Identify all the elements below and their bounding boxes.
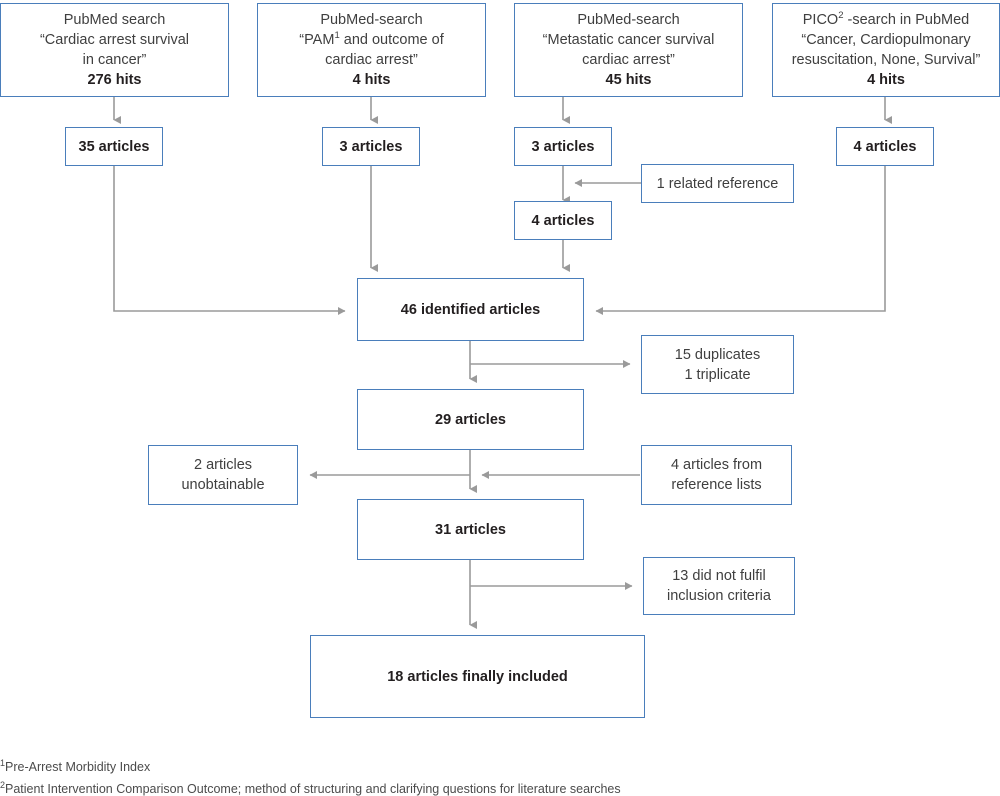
search2-line2-post: and outcome of xyxy=(339,32,444,48)
node-29-articles-label: 29 articles xyxy=(435,411,506,428)
search-box-text-2: PubMed-search “PAM1 and outcome of cardiac… xyxy=(264,10,479,90)
node-duplicates: 15 duplicates 1 triplicate xyxy=(641,335,794,394)
search1-line1: PubMed search xyxy=(63,12,166,28)
node-31-articles-label: 31 articles xyxy=(435,521,506,538)
node-35-articles-label: 35 articles xyxy=(78,138,150,155)
node-final-included: 18 articles finally included xyxy=(310,635,645,718)
search1-line3: in cancer” xyxy=(82,52,147,68)
edge-4articles-col4-to-identified xyxy=(595,166,886,315)
node-unobtainable-label: 2 articles unobtainable xyxy=(181,457,265,493)
search-box-pico-in-pubmed: PICO2 -search in PubMed “Cancer, Cardiopu… xyxy=(772,3,1000,97)
search3-line2: “Metastatic cancer survival xyxy=(542,32,715,48)
search-box-pam-and-outcome: PubMed-search “PAM1 and outcome of cardiac… xyxy=(257,3,486,97)
node-duplicates-label: 15 duplicates 1 triplicate xyxy=(674,346,761,383)
search2-line3: cardiac arrest” xyxy=(325,52,418,68)
node-final-included-label: 18 articles finally included xyxy=(387,668,568,685)
node-unobtainable: 2 articles unobtainable xyxy=(148,445,298,505)
node-not-fulfil-inclusion-criteria: 13 did not fulfil inclusion criteria xyxy=(643,557,795,615)
node-4-articles-col4-label: 4 articles xyxy=(853,138,917,155)
search-box-metastatic-cancer-survival: PubMed-search “Metastatic cancer survival… xyxy=(514,3,743,97)
footnote-1: 1Pre-Arrest Morbidity Index xyxy=(0,757,1000,775)
footnote-1-marker: 1 xyxy=(0,757,6,768)
search4-line1-post: -search in PubMed xyxy=(843,12,970,28)
search3-line1: PubMed-search xyxy=(577,12,680,28)
search4-line2: “Cancer, Cardiopulmonary xyxy=(801,32,971,48)
node-46-identified-articles-label: 46 identified articles xyxy=(400,301,541,318)
search-box-text-1: PubMed search “Cardiac arrest survival in … xyxy=(7,10,222,90)
node-4-articles-col3: 4 articles xyxy=(514,201,612,240)
node-31-articles: 31 articles xyxy=(357,499,584,560)
search-box-text-3: PubMed-search “Metastatic cancer survival… xyxy=(521,10,736,90)
node-3-articles-col3-label: 3 articles xyxy=(531,138,595,155)
search4-hits: 4 hits xyxy=(867,72,905,88)
node-46-identified-articles: 46 identified articles xyxy=(357,278,584,341)
search3-hits: 45 hits xyxy=(605,72,652,88)
node-3-articles-col2-label: 3 articles xyxy=(339,138,403,155)
search4-line1-pre: PICO xyxy=(802,12,839,28)
search2-line2-pre: “PAM xyxy=(299,32,335,48)
footnote-2: 2Patient Intervention Comparison Outcome… xyxy=(0,779,1000,796)
node-1-related-reference-label: 1 related reference xyxy=(656,175,779,192)
search4-line3: resuscitation, None, Survival” xyxy=(791,52,981,68)
footnote-1-text: Pre-Arrest Morbidity Index xyxy=(5,760,151,774)
search1-hits: 276 hits xyxy=(87,72,142,88)
node-29-articles: 29 articles xyxy=(357,389,584,450)
node-from-reference-lists-label: 4 articles from reference lists xyxy=(670,457,763,493)
search2-hits: 4 hits xyxy=(352,72,391,88)
search-box-cardiac-arrest-survival-in-cancer: PubMed search “Cardiac arrest survival in … xyxy=(0,3,229,97)
footnote-2-text: Patient Intervention Comparison Outcome;… xyxy=(5,782,621,796)
node-3-articles-col3: 3 articles xyxy=(514,127,612,166)
node-35-articles: 35 articles xyxy=(65,127,163,166)
search-box-text-4: PICO2 -search in PubMed “Cancer, Cardiopu… xyxy=(779,10,993,90)
footnote-2-marker: 2 xyxy=(0,779,6,790)
search1-line2: “Cardiac arrest survival xyxy=(39,32,190,48)
edge-35articles-to-identified xyxy=(113,166,346,315)
node-4-articles-col4: 4 articles xyxy=(836,127,934,166)
node-3-articles-col2: 3 articles xyxy=(322,127,420,166)
node-from-reference-lists: 4 articles from reference lists xyxy=(641,445,792,505)
footnote-marker-1: 1 xyxy=(334,30,340,42)
node-4-articles-col3-label: 4 articles xyxy=(531,212,595,229)
search3-line3: cardiac arrest” xyxy=(582,52,675,68)
node-1-related-reference: 1 related reference xyxy=(641,164,794,203)
node-not-fulfil-label: 13 did not fulfil inclusion criteria xyxy=(667,568,771,604)
footnote-marker-2: 2 xyxy=(838,10,844,22)
search2-line1: PubMed-search xyxy=(320,12,423,28)
